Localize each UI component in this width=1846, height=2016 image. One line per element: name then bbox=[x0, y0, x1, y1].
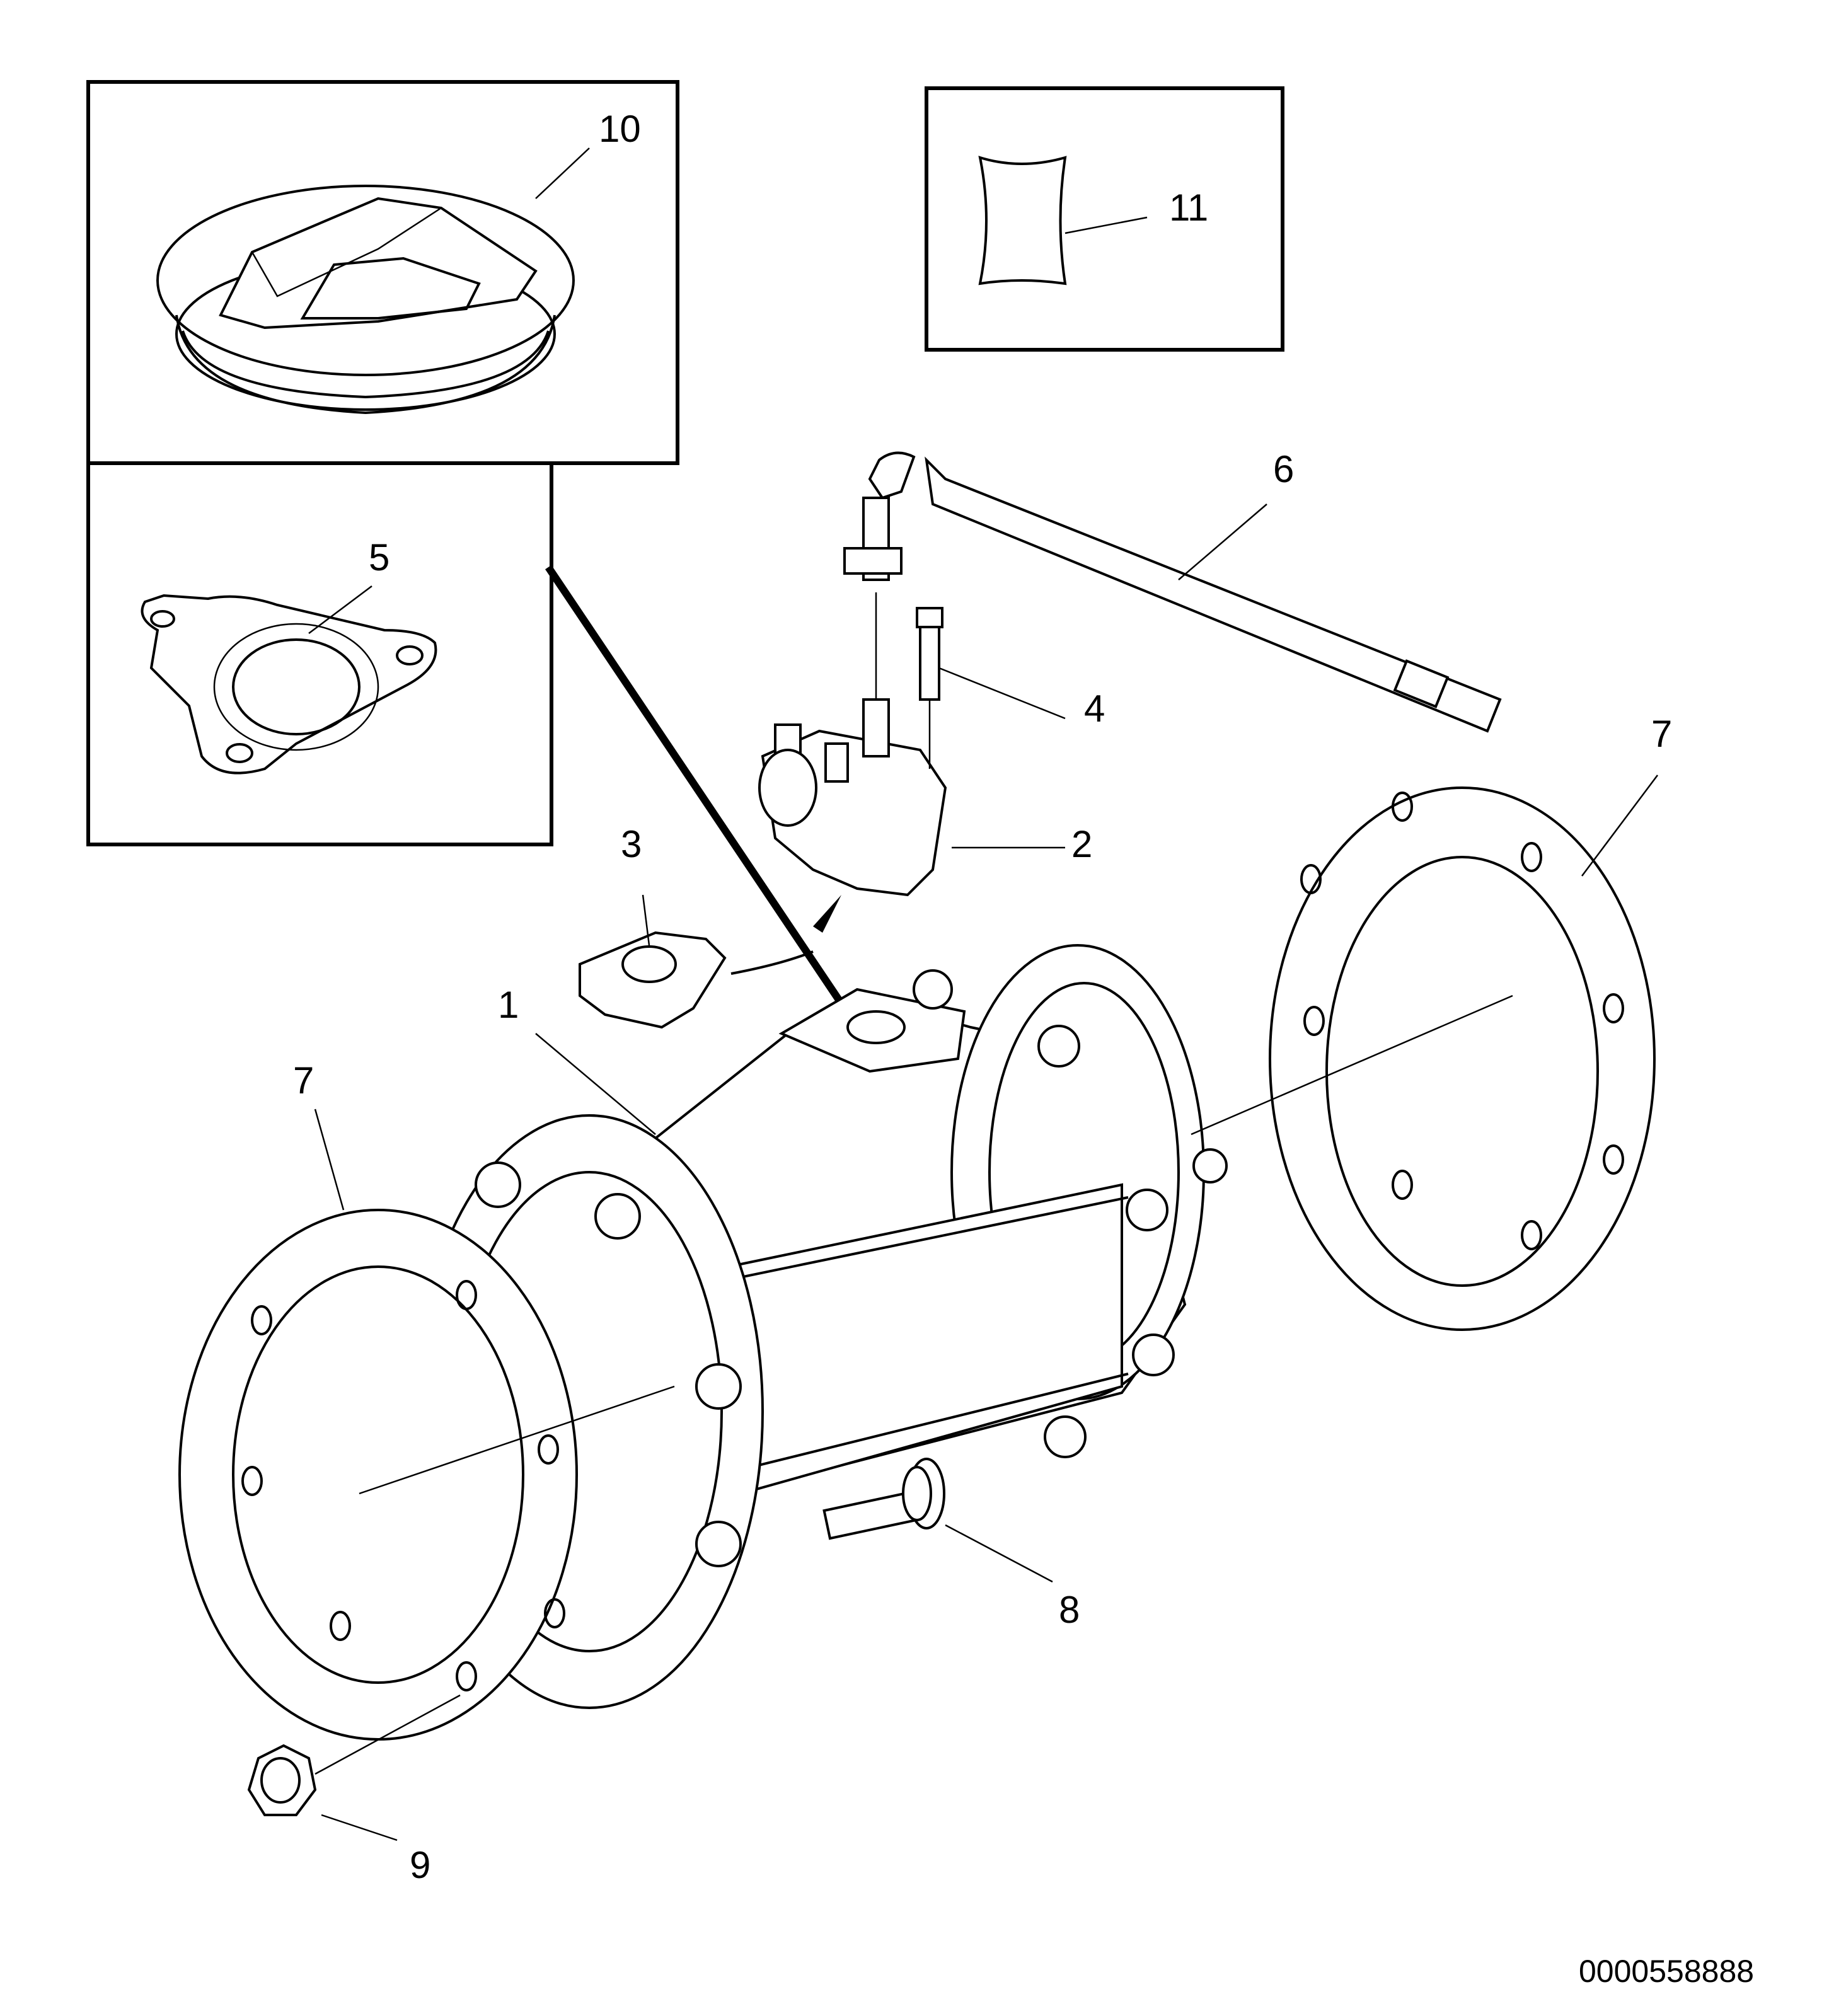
callout-7-left: 7 bbox=[293, 1059, 314, 1102]
callout-6: 6 bbox=[1273, 448, 1294, 490]
valve-block-part-2 bbox=[758, 698, 947, 897]
seal-ring-part-10 bbox=[156, 185, 575, 415]
leader-lines bbox=[308, 147, 1658, 1841]
pad-part-11 bbox=[978, 156, 1067, 285]
screw-part-4 bbox=[916, 607, 943, 769]
pipe-part-6 bbox=[843, 451, 1502, 733]
callout-11: 11 bbox=[1169, 187, 1208, 229]
callout-9: 9 bbox=[410, 1844, 430, 1886]
inset-box-seal bbox=[86, 80, 679, 465]
callout-4: 4 bbox=[1084, 688, 1105, 730]
callout-7-right: 7 bbox=[1651, 713, 1672, 755]
callout-1: 1 bbox=[498, 984, 519, 1026]
document-number: 0000558888 bbox=[1579, 1954, 1754, 1989]
right-flange-bolts bbox=[913, 969, 1228, 1458]
inset-box-pad bbox=[925, 86, 1284, 352]
bolt-part-8 bbox=[822, 1458, 945, 1540]
callout-5: 5 bbox=[369, 536, 389, 579]
callout-2: 2 bbox=[1071, 823, 1092, 865]
nut-part-9 bbox=[247, 1694, 461, 1816]
callout-10: 10 bbox=[599, 108, 641, 150]
right-flange-gasket-part-7 bbox=[1191, 786, 1656, 1331]
callout-8: 8 bbox=[1059, 1589, 1080, 1631]
gasket-location-leader bbox=[545, 565, 848, 1011]
bracket-part-3 bbox=[579, 895, 841, 1029]
inset-box-gasket bbox=[86, 461, 553, 846]
callout-3: 3 bbox=[621, 823, 642, 865]
callout-labels: 10 11 5 6 4 2 3 1 7 7 8 9 0000558888 bbox=[293, 108, 1754, 1989]
gasket-part-5 bbox=[141, 594, 437, 775]
